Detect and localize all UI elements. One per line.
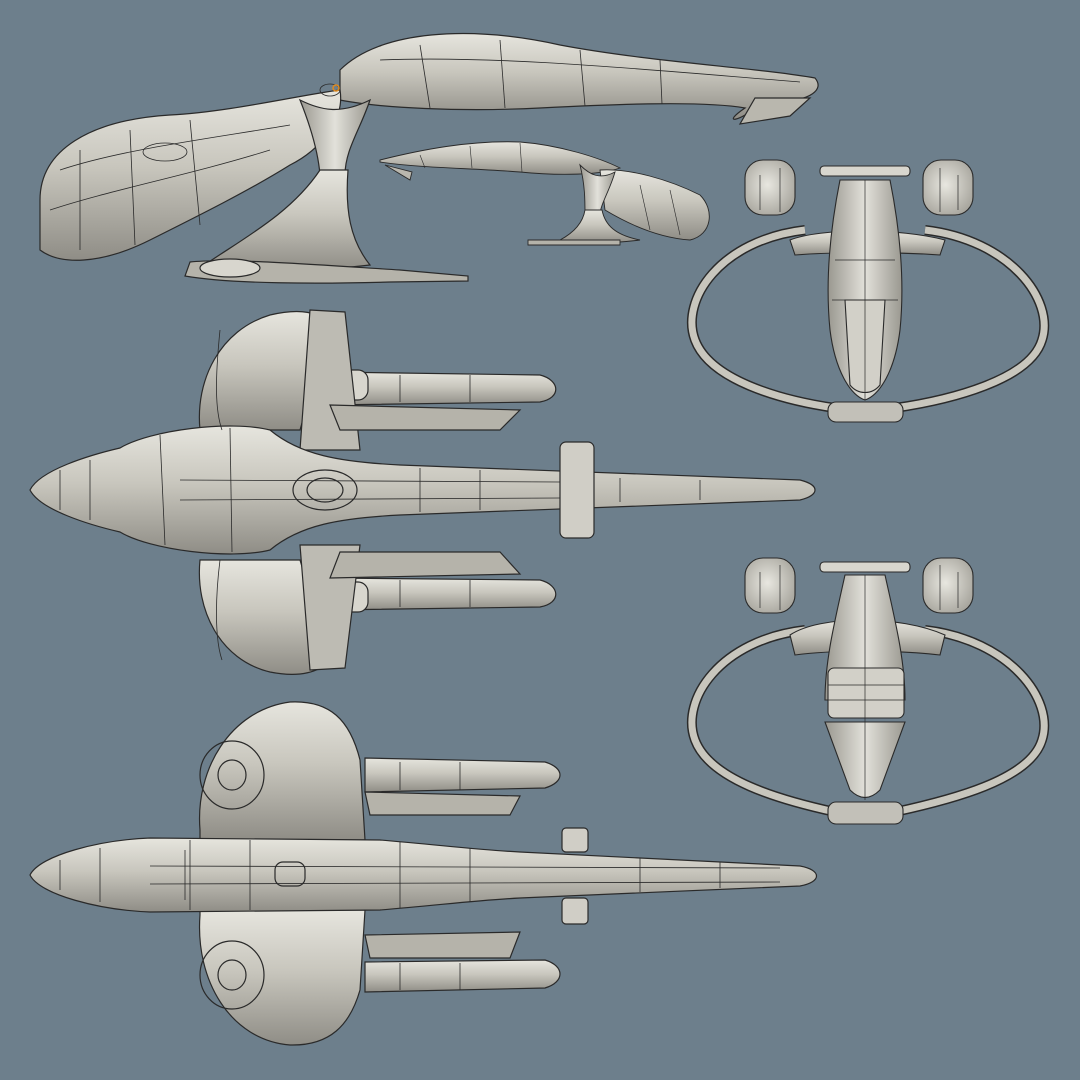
side-view-small [379,141,710,246]
front-view [686,159,1050,423]
front-left-pod [744,159,796,216]
top-tail-fin [559,441,595,539]
orange-marker [332,84,340,92]
rear-view [686,557,1050,825]
top-lower-nacelle [329,577,557,611]
bottom-main-body [29,837,818,913]
small-forward-hull [599,169,710,241]
rear-right-pod [922,557,974,614]
tail-fin [738,97,812,125]
top-upper-nacelle [329,371,557,406]
side-view-large [39,32,819,284]
sensor-pod [199,258,261,278]
bottom-tail-fin-bottom [561,897,589,925]
small-pylon [579,163,616,216]
top-view [29,309,816,675]
bottom-lower-wing [198,909,366,1046]
front-lower-fin [827,401,904,423]
neck-pylon [298,98,372,176]
bottom-view [29,701,818,1046]
rear-lower-fin [827,801,904,825]
bottom-panel-lines [59,762,781,990]
bottom-upper-nacelle [364,757,561,793]
top-center-pod [292,469,358,511]
rear-engine-block [827,667,905,719]
upper-hull [339,32,819,120]
top-main-body [29,425,816,555]
hull-panel-lines [49,39,801,250]
front-top-fin [819,165,911,177]
top-panel-lines [59,329,701,661]
bottom-tail-fin-top [561,827,589,853]
small-upper-hull [379,141,622,175]
rear-top-fin [819,561,911,573]
small-prong [527,239,621,246]
bottom-upper-wing [198,701,366,841]
front-right-pod [922,159,974,216]
bottom-lower-nacelle [364,959,561,993]
small-tail [384,164,413,181]
rear-left-pod [744,557,796,614]
